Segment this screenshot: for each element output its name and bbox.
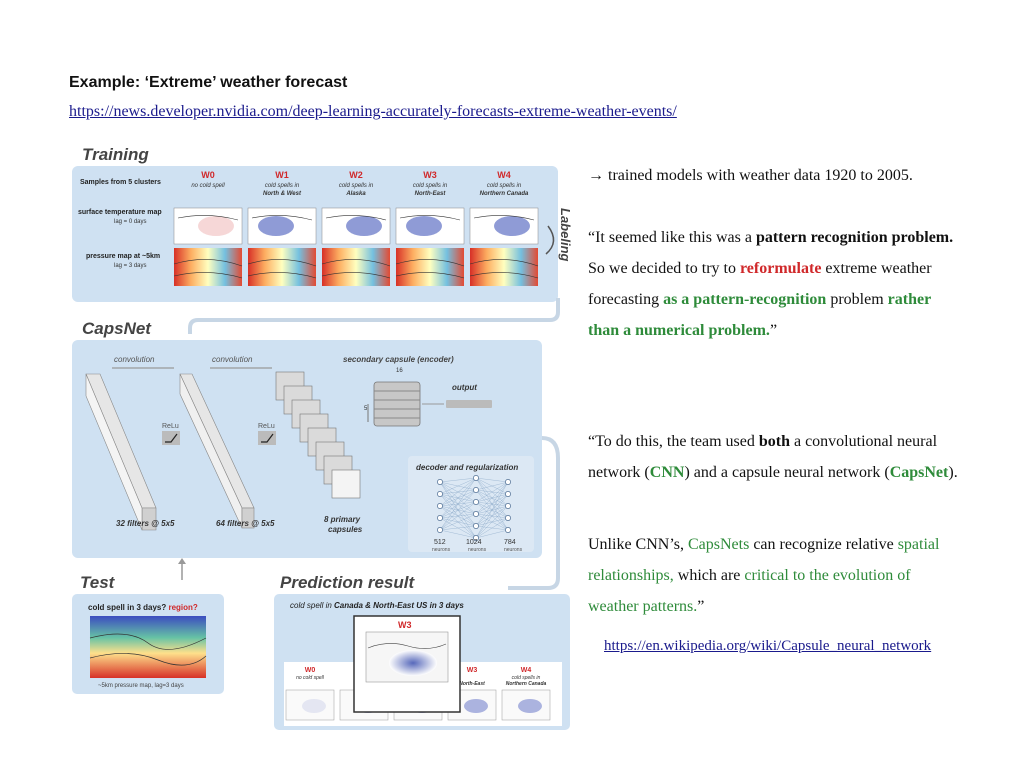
- paragraph-4: Unlike CNN’s, CapsNets can recognize rel…: [588, 536, 940, 615]
- cluster-code: W1: [275, 170, 289, 180]
- source-link[interactable]: https://news.developer.nvidia.com/deep-l…: [69, 103, 677, 120]
- neuron: [505, 479, 511, 485]
- neuron: [437, 491, 443, 497]
- surface-lag: lag = 0 days: [114, 219, 147, 225]
- page-title: Example: ‘Extreme’ weather forecast: [69, 74, 348, 91]
- pressure-map: [248, 248, 316, 286]
- cluster-desc2: Alaska: [345, 191, 366, 197]
- pressure-map: [396, 248, 464, 286]
- neuron: [473, 487, 479, 493]
- neuron: [437, 479, 443, 485]
- bottom-code: W0: [305, 667, 316, 674]
- pressure-map: [322, 248, 390, 286]
- filters-label-2: 64 filters @ 5x5: [216, 519, 275, 528]
- capsnet-diagram: Training Samples from 5 clusters surface…: [72, 145, 573, 730]
- wikipedia-link[interactable]: https://en.wikipedia.org/wiki/Capsule_ne…: [604, 638, 932, 654]
- primary-capsules-label-1: 8 primary: [324, 515, 361, 524]
- neuron: [437, 527, 443, 533]
- neurons-label-1: neurons: [432, 547, 451, 553]
- capsnet-title: CapsNet: [82, 319, 152, 338]
- surface-label: surface temperature map: [78, 209, 162, 216]
- neuron: [505, 491, 511, 497]
- pressure-map: [470, 248, 538, 286]
- cluster-desc1: no cold spell: [191, 183, 225, 189]
- cluster-desc1: cold spells in: [265, 183, 300, 189]
- bottom-desc2: Northern Canada: [506, 681, 547, 687]
- cluster-desc2: Northern Canada: [480, 191, 529, 197]
- bottom-code: W4: [521, 667, 532, 674]
- convolution-label-2: convolution: [212, 355, 253, 364]
- neuron: [473, 475, 479, 481]
- test-title: Test: [80, 573, 116, 592]
- neuron: [437, 503, 443, 509]
- cluster-desc2: North-East: [415, 191, 447, 197]
- relu-label-1: ReLu: [162, 423, 179, 430]
- cluster-desc2: North & West: [263, 191, 302, 197]
- neuron: [505, 527, 511, 533]
- neurons-512: 512: [434, 539, 446, 546]
- neuron: [473, 535, 479, 541]
- cluster-code: W3: [423, 170, 437, 180]
- labeling-label: Labeling: [558, 208, 573, 262]
- primary-capsules-label-2: capsules: [328, 525, 363, 534]
- bottom-desc1: no cold spell: [296, 675, 325, 681]
- test-caption: ~5km pressure map, lag=3 days: [98, 683, 184, 689]
- neurons-784: 784: [504, 539, 516, 546]
- neurons-label-2: neurons: [468, 547, 487, 553]
- neuron: [473, 511, 479, 517]
- dim-16: 16: [396, 368, 403, 374]
- cluster-code: W4: [497, 170, 511, 180]
- neuron: [505, 515, 511, 521]
- bottom-desc1: cold spells in: [512, 675, 541, 681]
- prediction-subtitle: cold spell in Canada & North-East US in …: [290, 601, 464, 610]
- dim-5: 5: [364, 406, 368, 412]
- prediction-title: Prediction result: [280, 573, 415, 592]
- test-question: cold spell in 3 days? region?: [88, 603, 198, 612]
- pressure-lag: lag = 3 days: [114, 263, 147, 269]
- neuron: [473, 523, 479, 529]
- cluster-code: W0: [201, 170, 215, 180]
- pressure-label: pressure map at ~5km: [86, 253, 160, 260]
- cluster-code: W2: [349, 170, 363, 180]
- secondary-capsule-label: secondary capsule (encoder): [343, 355, 454, 364]
- filters-label-1: 32 filters @ 5x5: [116, 519, 175, 528]
- paragraph-1: → trained models with weather data 1920 …: [588, 167, 913, 184]
- convolution-label-1: convolution: [114, 355, 155, 364]
- neurons-label-3: neurons: [504, 547, 523, 553]
- training-title: Training: [82, 145, 149, 164]
- cluster-desc1: cold spells in: [339, 183, 374, 189]
- decoder-label: decoder and regularization: [416, 463, 518, 472]
- neuron: [473, 499, 479, 505]
- samples-label: Samples from 5 clusters: [80, 179, 161, 186]
- relu-label-2: ReLu: [258, 423, 275, 430]
- bottom-code: W3: [467, 667, 478, 674]
- bottom-desc2: North-East: [459, 681, 485, 687]
- cluster-desc1: cold spells in: [413, 183, 448, 189]
- primary-capsule: [331, 469, 361, 499]
- output-label: output: [452, 383, 477, 392]
- cluster-desc1: cold spells in: [487, 183, 522, 189]
- neurons-1024: 1024: [466, 539, 482, 546]
- paragraph-2: “It seemed like this was a pattern recog…: [588, 229, 954, 339]
- neuron: [505, 503, 511, 509]
- bottom-map: [285, 689, 335, 721]
- pressure-map: [174, 248, 242, 286]
- prediction-w3: W3: [398, 620, 412, 630]
- neuron: [437, 515, 443, 521]
- paragraph-3: “To do this, the team used both a convol…: [588, 433, 958, 481]
